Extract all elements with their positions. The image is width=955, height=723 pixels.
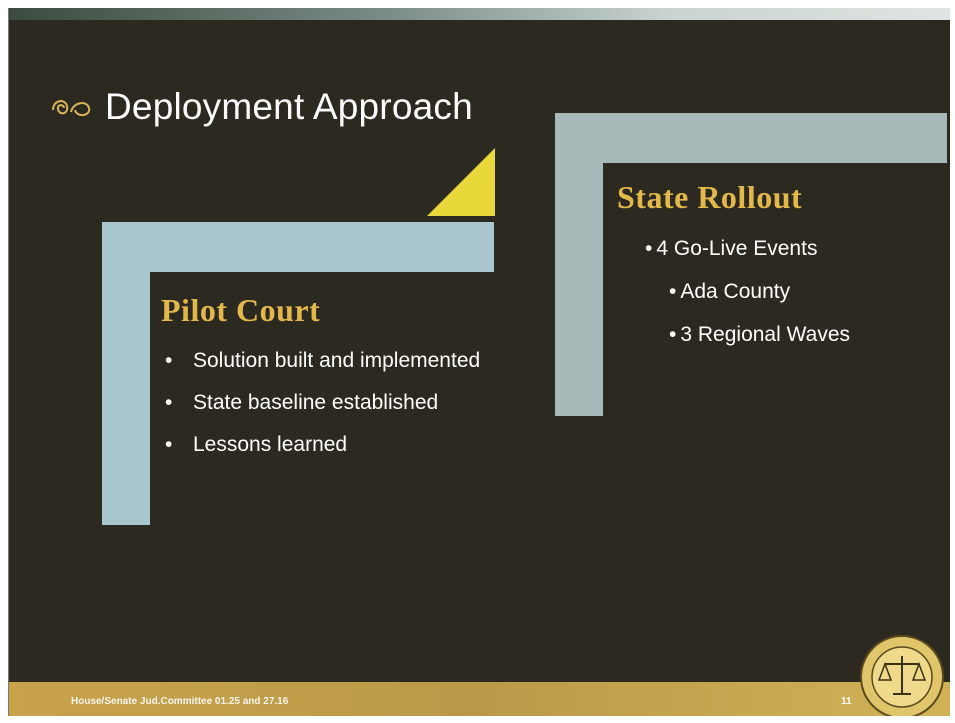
list-item: • Lessons learned bbox=[157, 432, 507, 458]
pilot-bracket-horizontal bbox=[102, 222, 494, 272]
list-item-text: Ada County bbox=[680, 280, 791, 303]
list-item-text: State baseline established bbox=[193, 391, 439, 414]
bullet-dot: • bbox=[165, 349, 173, 372]
bullet-dot: • bbox=[645, 237, 653, 260]
slide-title: Deployment Approach bbox=[105, 86, 473, 127]
rollout-bracket-horizontal bbox=[555, 113, 947, 163]
list-item-text: Solution built and implemented bbox=[193, 349, 481, 372]
bullet-dot: • bbox=[669, 280, 677, 303]
footer-band bbox=[9, 682, 950, 716]
list-item: •4 Go-Live Events bbox=[645, 236, 945, 262]
idaho-judicial-seal-icon bbox=[860, 635, 944, 716]
list-item: • State baseline established bbox=[157, 390, 507, 416]
list-subitem: •3 Regional Waves bbox=[645, 322, 945, 348]
pilot-court-heading: Pilot Court bbox=[161, 292, 321, 328]
list-item: • Solution built and implemented bbox=[157, 348, 507, 374]
bullet-dot: • bbox=[165, 433, 173, 456]
state-rollout-heading: State Rollout bbox=[617, 179, 803, 215]
pilot-bracket-vertical bbox=[102, 222, 150, 525]
pilot-court-list: • Solution built and implemented • State… bbox=[157, 348, 507, 474]
bullet-dot: • bbox=[165, 391, 173, 414]
swirl-bullet-icon bbox=[52, 100, 91, 116]
list-item-text: Lessons learned bbox=[193, 433, 348, 456]
list-subitem: •Ada County bbox=[645, 279, 945, 305]
page-number: 11 bbox=[841, 696, 852, 707]
state-rollout-list: •4 Go-Live Events •Ada County •3 Regiona… bbox=[645, 236, 945, 365]
rollout-bracket-vertical bbox=[555, 113, 603, 416]
bullet-dot: • bbox=[669, 323, 677, 346]
top-accent-band bbox=[9, 8, 950, 20]
list-item-text: 4 Go-Live Events bbox=[656, 237, 818, 260]
footer-text: House/Senate Jud.Committee 01.25 and 27.… bbox=[71, 696, 289, 707]
slide: Deployment Approach Pilot Court • Soluti… bbox=[8, 8, 950, 716]
triangle-accent-icon bbox=[427, 148, 495, 216]
list-item-text: 3 Regional Waves bbox=[680, 323, 850, 346]
title-row: Deployment Approach bbox=[49, 86, 473, 128]
